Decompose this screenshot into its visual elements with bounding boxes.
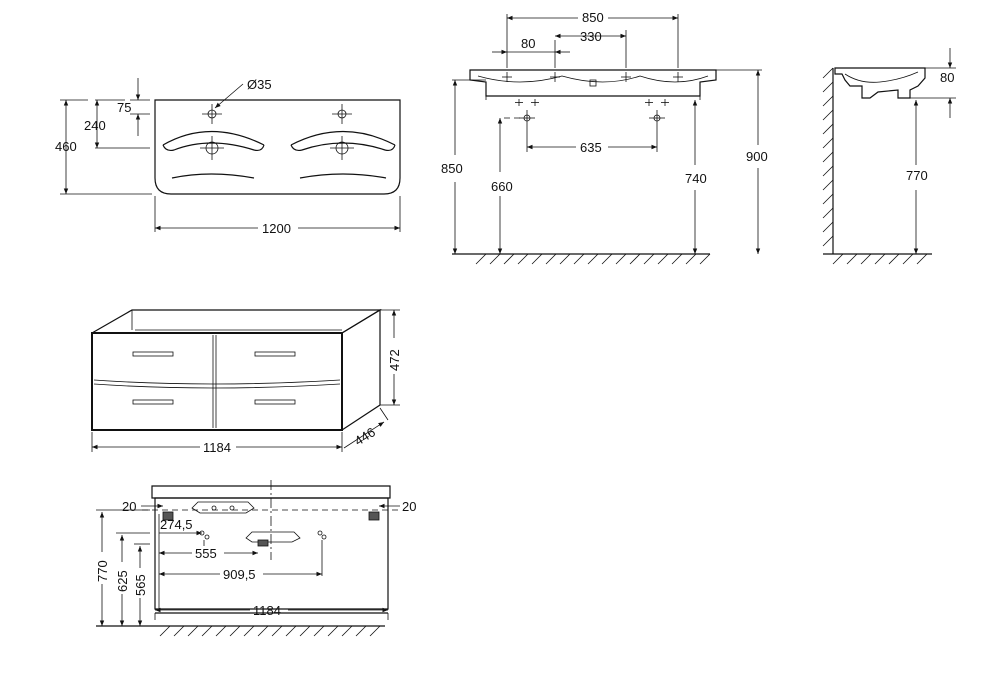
basin-outline-top bbox=[154, 99, 401, 195]
install-dim-909-5-label: 909,5 bbox=[223, 567, 256, 582]
install-cabinet-body bbox=[154, 497, 389, 610]
bracket-left bbox=[162, 511, 174, 521]
drawer-handle-top-left bbox=[132, 351, 174, 357]
fixing-points bbox=[515, 99, 669, 106]
cabinet-side bbox=[341, 308, 381, 431]
hole-diameter-label: Ø35 bbox=[247, 77, 272, 92]
basin-section-side bbox=[834, 67, 926, 99]
dim-850-top-label: 850 bbox=[582, 10, 604, 25]
install-basin-top bbox=[151, 485, 391, 499]
dim-240-label: 240 bbox=[84, 118, 106, 133]
left-bowl-top bbox=[162, 131, 265, 146]
drawer-handle-top-right bbox=[254, 351, 296, 357]
cabinet-dim-446-label: 446 bbox=[352, 424, 378, 448]
dim-740-label: 740 bbox=[685, 171, 707, 186]
dim-330-label: 330 bbox=[580, 29, 602, 44]
side-dim-80-label: 80 bbox=[940, 70, 954, 85]
cabinet-dim-1184-label: 1184 bbox=[203, 440, 231, 455]
install-dim-555-label: 555 bbox=[195, 546, 217, 561]
dim-80-label: 80 bbox=[521, 36, 535, 51]
top-view: Ø35 75 240 460 1200 bbox=[55, 77, 401, 236]
install-dim-274-5-label: 274,5 bbox=[160, 517, 193, 532]
dim-460-label: 460 bbox=[55, 139, 77, 154]
dim-1200-label: 1200 bbox=[262, 221, 291, 236]
cabinet-front bbox=[91, 332, 343, 431]
bracket-right bbox=[368, 511, 380, 521]
cabinet-view: 472 1184 446 bbox=[91, 308, 402, 455]
install-dim-1184-label: 1184 bbox=[253, 603, 281, 618]
dim-900-label: 900 bbox=[746, 149, 768, 164]
dim-75-label: 75 bbox=[117, 100, 131, 115]
install-view: 20 20 274,5 555 909,5 1184 770 625 bbox=[95, 480, 416, 637]
install-dim-20-right-label: 20 bbox=[402, 499, 416, 514]
side-dim-770-label: 770 bbox=[906, 168, 928, 183]
install-dim-565-label: 565 bbox=[133, 574, 148, 596]
drawer-handle-bottom-right bbox=[254, 399, 296, 405]
install-dim-770-label: 770 bbox=[95, 560, 110, 582]
dim-635-label: 635 bbox=[580, 140, 602, 155]
cabinet-dim-472-label: 472 bbox=[387, 349, 402, 371]
side-view: 80 770 bbox=[822, 48, 956, 265]
cabinet-top bbox=[91, 309, 383, 334]
dim-660-label: 660 bbox=[491, 179, 513, 194]
install-dim-20-left-label: 20 bbox=[122, 499, 136, 514]
drawer-handle-bottom-left bbox=[132, 399, 174, 405]
install-dim-625-label: 625 bbox=[115, 570, 130, 592]
right-bowl-top bbox=[290, 131, 396, 146]
front-view: 850 80 330 635 850 660 740 900 bbox=[441, 10, 768, 265]
dim-850-height-label: 850 bbox=[441, 161, 463, 176]
